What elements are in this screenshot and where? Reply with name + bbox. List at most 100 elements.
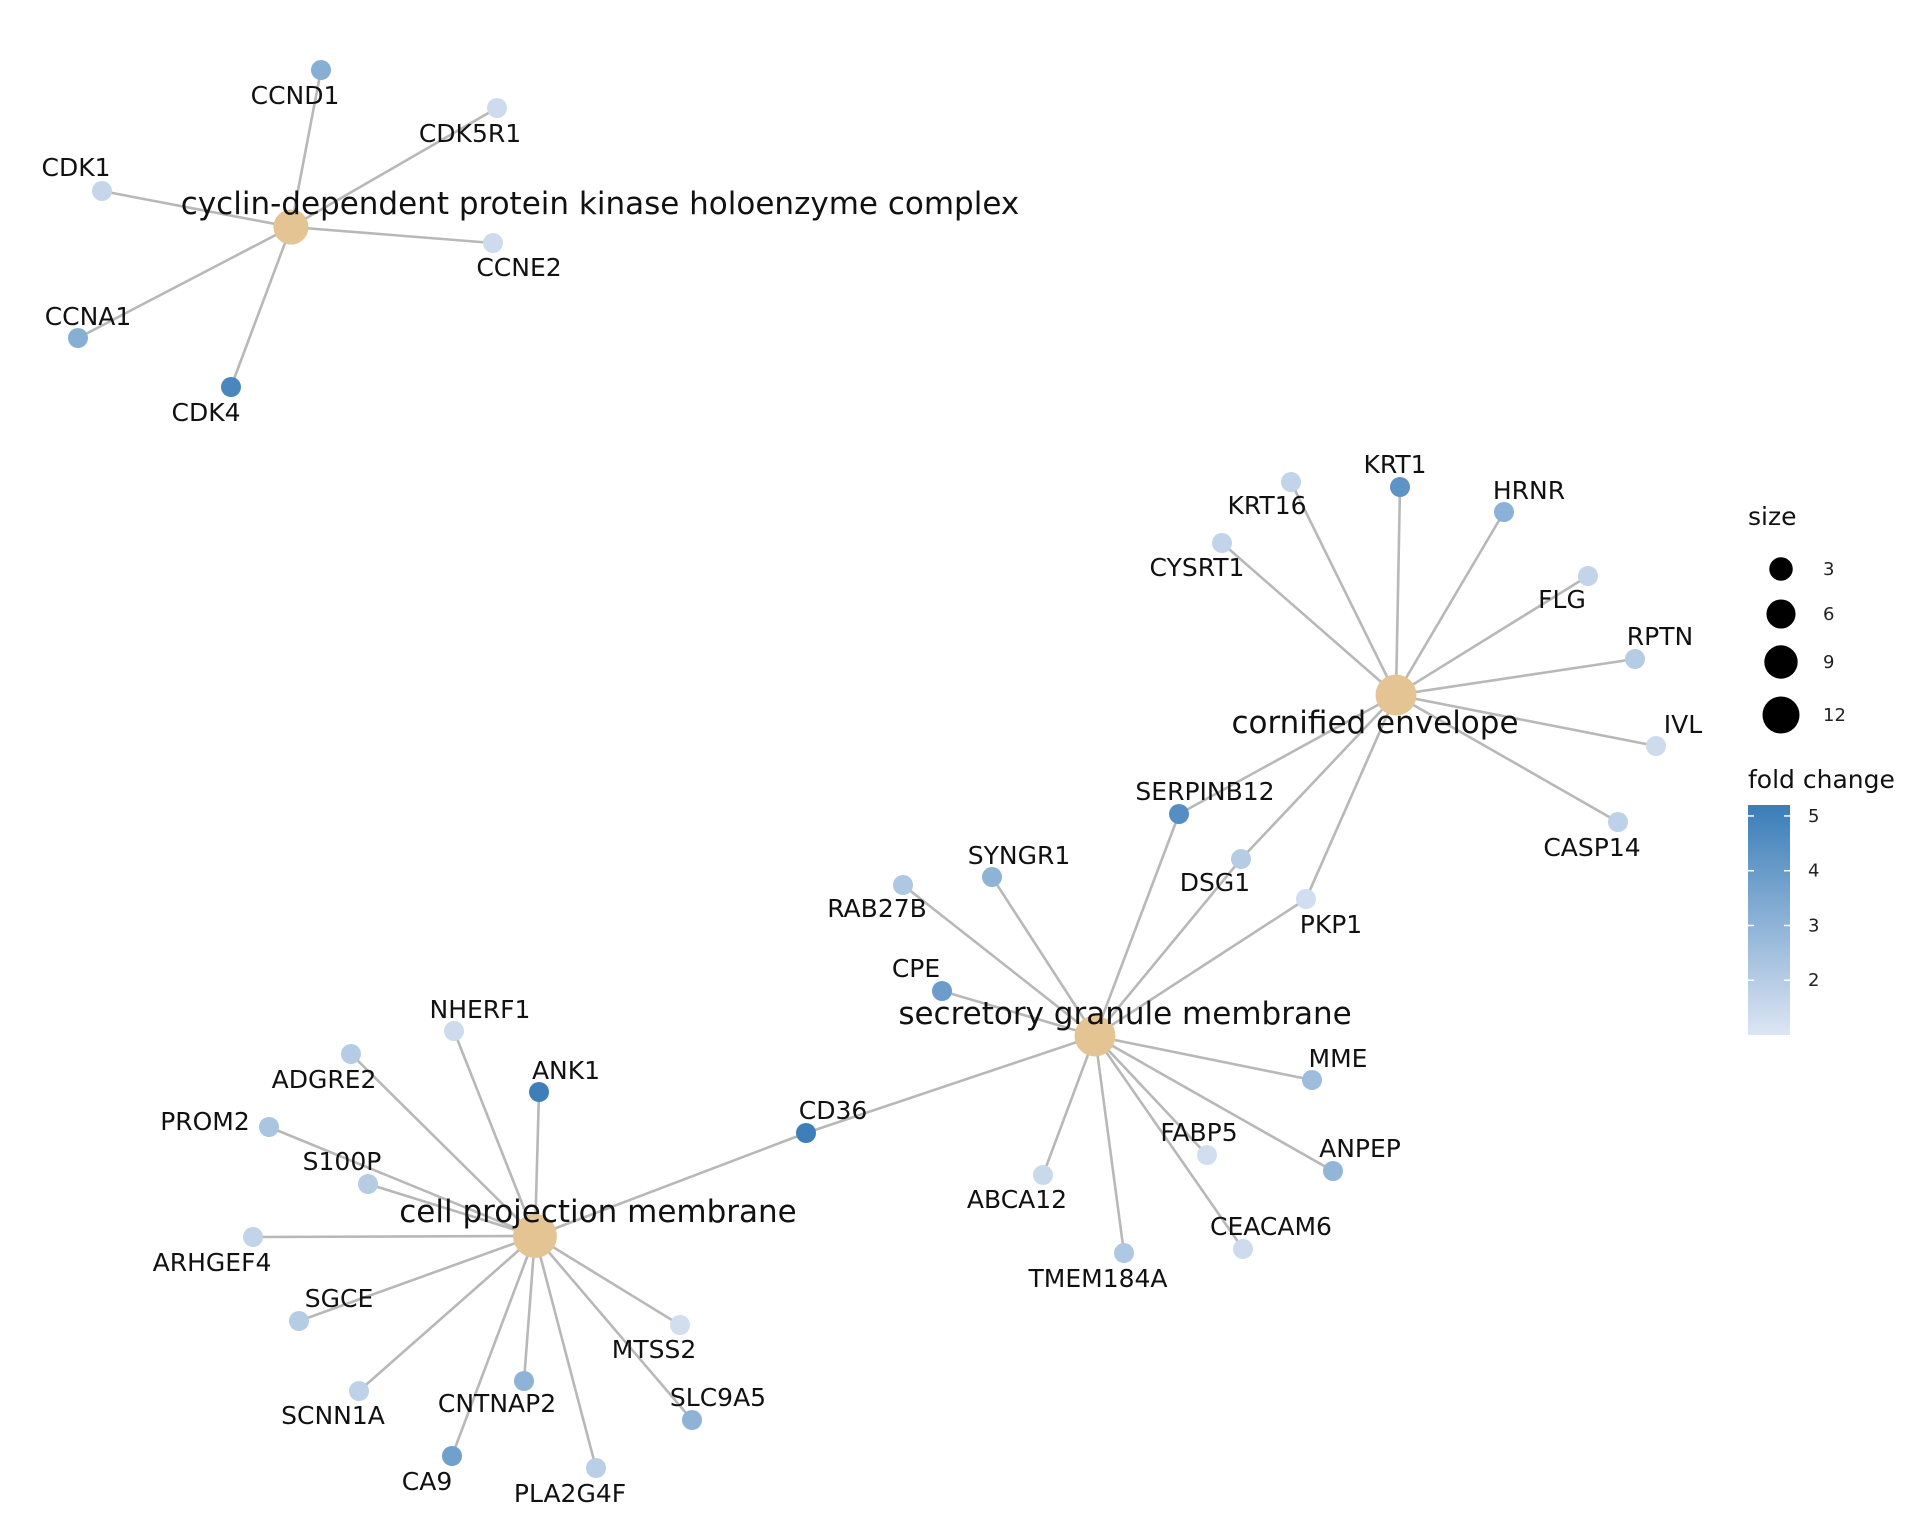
category-label-cdk: cyclin-dependent protein kinase holoenzy… [181,186,1019,222]
edges-layer [77,69,1657,1469]
gene-node-cntnap2[interactable] [514,1371,534,1391]
gene-node-ccne2[interactable] [483,233,503,253]
edge-sec-DSG1 [1093,858,1243,1037]
gene-node-rptn[interactable] [1625,649,1645,669]
gene-node-syngr1[interactable] [982,867,1002,887]
size-legend-label: 9 [1823,652,1834,673]
edge-corn-HRNR [1394,511,1506,696]
gene-node-flg[interactable] [1578,566,1598,586]
gene-label-tmem184a: TMEM184A [1027,1264,1167,1293]
gene-node-ceacam6[interactable] [1233,1239,1253,1259]
edge-sec-TMEM184A [1093,1035,1126,1254]
gene-label-ceacam6: CEACAM6 [1210,1212,1332,1241]
edge-corn-FLG [1395,574,1589,697]
category-label-cell: cell projection membrane [399,1194,796,1230]
gene-node-krt1[interactable] [1390,477,1410,497]
gene-node-sgce[interactable] [289,1311,309,1331]
gene-node-adgre2[interactable] [341,1044,361,1064]
category-node-sec[interactable] [1074,1015,1116,1057]
gene-node-cysrt1[interactable] [1212,533,1232,553]
gene-label-arhgef4: ARHGEF4 [153,1248,272,1277]
edge-sec-ABCA12 [1041,1035,1097,1176]
gene-node-casp14[interactable] [1608,812,1628,832]
gene-label-nherf1: NHERF1 [430,995,531,1024]
gene-label-anpep: ANPEP [1319,1134,1401,1163]
edge-cell-CA9 [450,1235,537,1457]
edge-cell-CD36 [534,1131,807,1238]
edge-corn-PKP1 [1304,694,1398,900]
gene-label-prom2: PROM2 [160,1107,250,1136]
gene-node-nherf1[interactable] [444,1021,464,1041]
edge-cell-CNTNAP2 [522,1235,537,1382]
gene-label-pla2g4f: PLA2G4F [514,1479,626,1508]
gene-label-mme: MME [1309,1044,1368,1073]
gene-node-mme[interactable] [1302,1070,1322,1090]
gene-node-tmem184a[interactable] [1114,1243,1134,1263]
gene-label-flg: FLG [1538,585,1586,614]
edge-sec-SERPINB12 [1093,813,1181,1037]
gene-node-serpinb12[interactable] [1169,804,1189,824]
edge-cell-ANK1 [533,1091,541,1237]
gene-node-slc9a5[interactable] [682,1410,702,1430]
gene-label-ank1: ANK1 [532,1056,600,1085]
gene-node-ank1[interactable] [529,1082,549,1102]
edge-sec-CEACAM6 [1093,1035,1245,1250]
category-node-cell[interactable] [513,1214,557,1258]
gene-label-scnn1a: SCNN1A [281,1401,385,1430]
gene-node-krt16[interactable] [1281,472,1301,492]
gene-node-ivl[interactable] [1646,736,1666,756]
gene-node-s100p[interactable] [358,1174,378,1194]
gene-node-pkp1[interactable] [1296,889,1316,909]
gene-node-cdk1[interactable] [92,181,112,201]
gene-node-cd36[interactable] [796,1123,816,1143]
edge-corn-CASP14 [1395,693,1619,824]
gene-node-pla2g4f[interactable] [586,1458,606,1478]
gene-node-fabp5[interactable] [1197,1145,1217,1165]
size-legend-label: 12 [1823,705,1846,726]
gene-node-hrnr[interactable] [1494,502,1514,522]
gene-label-serpinb12: SERPINB12 [1135,777,1274,806]
edge-corn-KRT16 [1289,481,1398,696]
category-node-corn[interactable] [1375,674,1417,716]
edge-cdk-CCNE2 [290,225,494,245]
gene-label-cdk4: CDK4 [171,398,240,427]
colorbar-tick-label: 3 [1808,915,1819,936]
color-legend-title: fold change [1748,765,1895,794]
colorbar-tick-label: 2 [1808,970,1819,991]
size-legend-dot-9 [1764,645,1798,679]
gene-node-dsg1[interactable] [1231,849,1251,869]
edge-sec-CPE [941,989,1096,1038]
edge-cdk-CDK5R1 [290,106,498,229]
gene-node-cdk5r1[interactable] [487,98,507,118]
category-label-sec: secretory granule membrane [898,996,1351,1032]
gene-node-ccnd1[interactable] [311,60,331,80]
edge-sec-MME [1094,1034,1313,1082]
gene-node-abca12[interactable] [1033,1165,1053,1185]
gene-node-ca9[interactable] [442,1446,462,1466]
gene-node-prom2[interactable] [259,1117,279,1137]
gene-label-s100p: S100P [303,1147,382,1176]
edge-sec-RAB27B [902,883,1096,1038]
edge-cdk-CDK4 [229,226,293,388]
gene-label-cntnap2: CNTNAP2 [438,1389,556,1418]
gene-node-cdk4[interactable] [221,377,241,397]
gene-node-scnn1a[interactable] [349,1381,369,1401]
gene-node-cpe[interactable] [932,981,952,1001]
gene-label-casp14: CASP14 [1543,833,1640,862]
gene-node-arhgef4[interactable] [243,1227,263,1247]
gene-node-mtss2[interactable] [670,1315,690,1335]
size-legend-dot-12 [1762,696,1800,734]
size-legend-dot-3 [1769,557,1793,581]
size-legend-label: 3 [1823,559,1834,580]
edge-cell-MTSS2 [534,1234,681,1327]
fold-change-colorbar [1748,805,1790,1035]
gene-node-rab27b[interactable] [893,875,913,895]
gene-node-ccna1[interactable] [68,328,88,348]
category-node-cdk[interactable] [273,209,309,245]
edge-cell-ADGRE2 [350,1053,536,1237]
gene-node-anpep[interactable] [1323,1161,1343,1181]
edge-sec-SYNGR1 [990,876,1097,1037]
edge-cdk-CCNA1 [77,225,292,340]
